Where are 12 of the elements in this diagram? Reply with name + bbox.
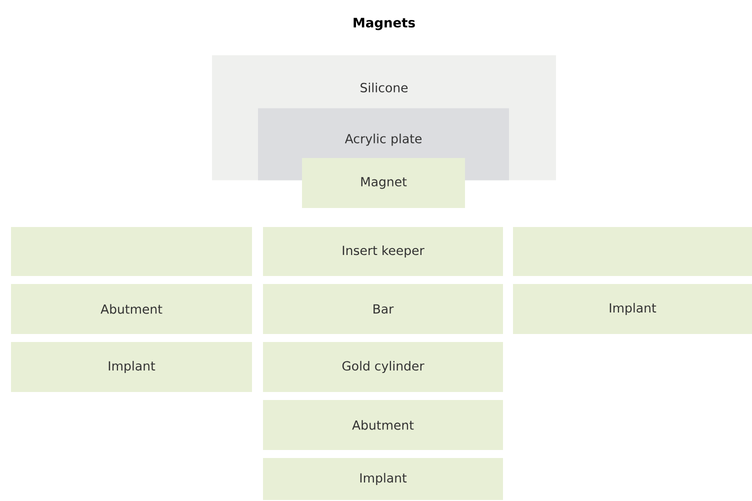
- component-box: Insert keeper: [263, 227, 503, 276]
- component-box: Gold cylinder: [263, 342, 503, 392]
- component-box: Bar: [263, 284, 503, 334]
- component-box: Abutment: [11, 284, 252, 334]
- component-box: [513, 227, 752, 276]
- component-box: Implant: [263, 458, 503, 500]
- component-box: Implant: [11, 342, 252, 392]
- component-box: Implant: [513, 284, 752, 334]
- title: Magnets: [354, 18, 415, 30]
- component-box: [11, 227, 252, 276]
- magnet-box: Magnet: [302, 158, 465, 208]
- component-box: Abutment: [263, 400, 503, 450]
